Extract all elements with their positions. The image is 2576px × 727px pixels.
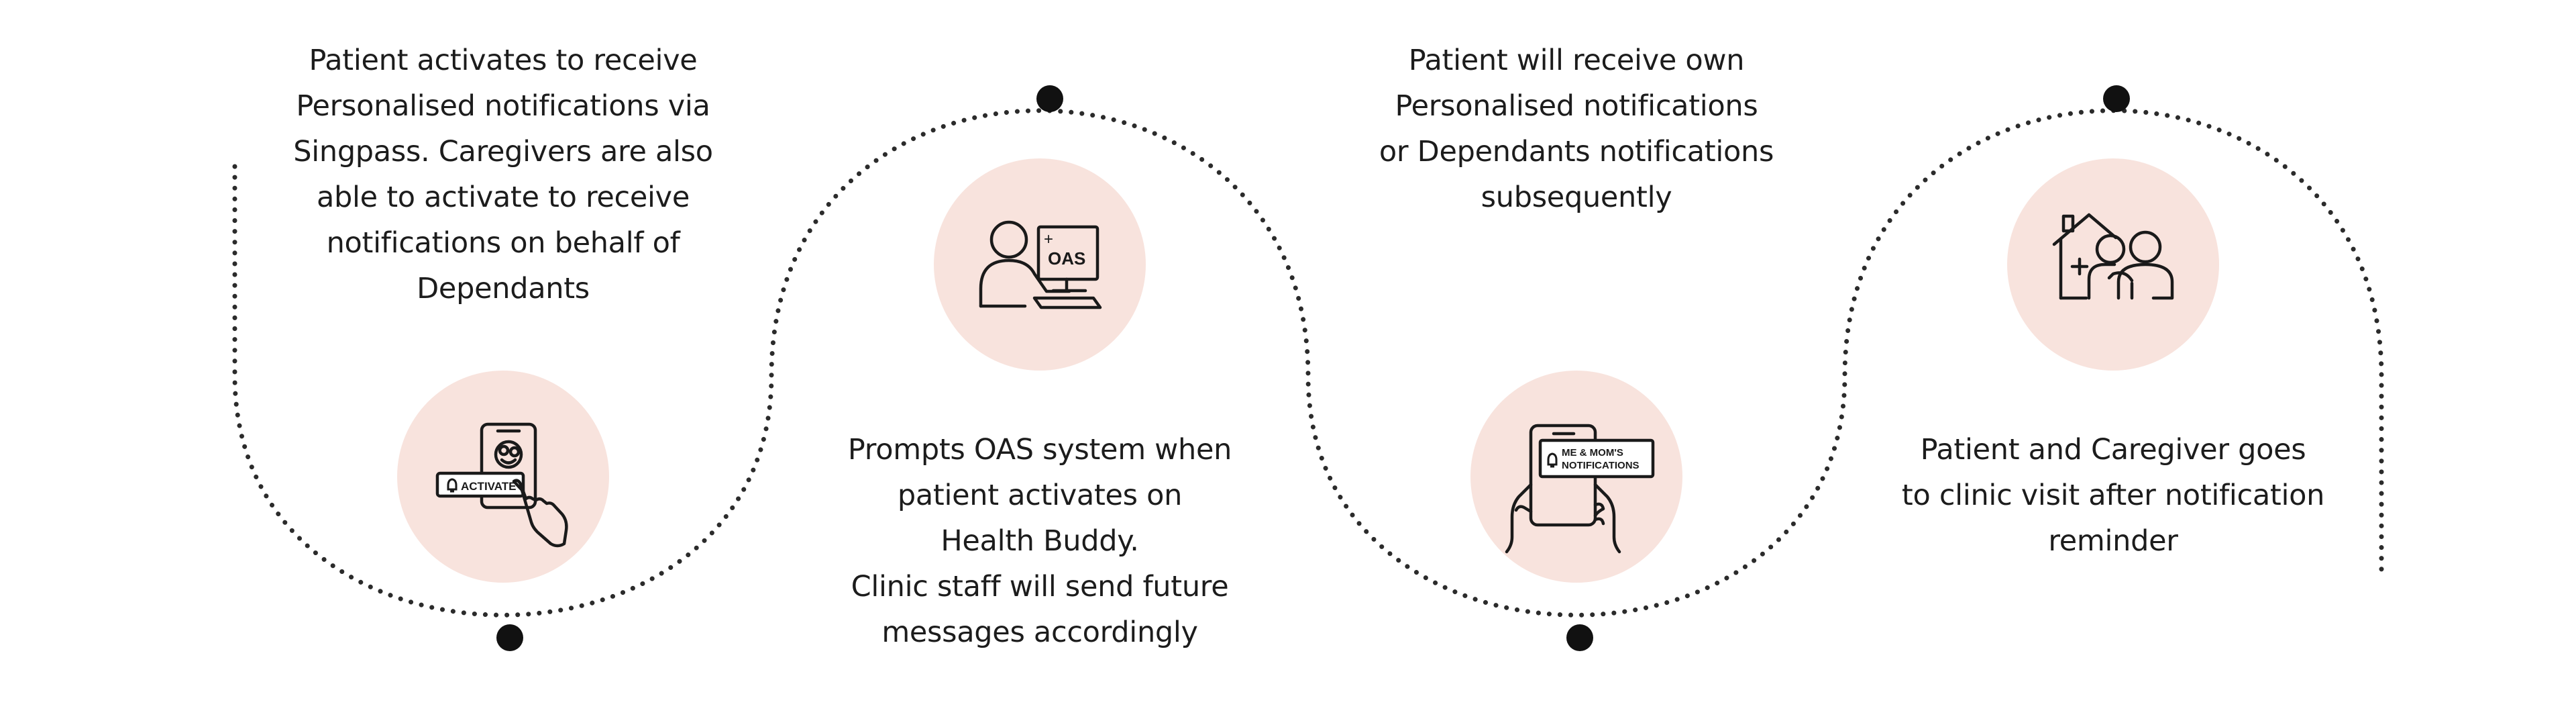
- node-dot-3: [1566, 624, 1593, 651]
- plus-sign: +: [1044, 230, 1053, 248]
- node-dot-1: [496, 624, 523, 651]
- step-3-line: or Dependants notifications: [1379, 135, 1774, 168]
- activate-label: ACTIVATE: [461, 480, 516, 493]
- step-1-line: Personalised notifications via: [296, 89, 710, 123]
- step-1-description: Patient activates to receive Personalise…: [268, 38, 738, 311]
- step-3-line: Personalised notifications: [1395, 89, 1758, 123]
- family-clinic-icon: [2052, 213, 2174, 300]
- step-2-icon-circle: + OAS: [934, 158, 1146, 371]
- oas-label: OAS: [1048, 248, 1085, 269]
- step-2-description: Prompts OAS system when patient activate…: [805, 427, 1275, 655]
- step-1-line: able to activate to receive: [316, 181, 690, 214]
- step-1-icon-circle: ACTIVATE: [397, 371, 609, 583]
- step-3-description: Patient will receive own Personalised no…: [1342, 38, 1811, 220]
- step-4-line: reminder: [2048, 524, 2178, 558]
- notifications-label-line-1: ME & MOM'S: [1562, 447, 1623, 458]
- step-4-icon-circle: [2007, 158, 2219, 371]
- step-2-line: Prompts OAS system when: [847, 433, 1232, 467]
- step-3-icon-circle: ME & MOM'S NOTIFICATIONS: [1470, 371, 1682, 583]
- step-2-line: messages accordingly: [881, 616, 1198, 649]
- step-4-line: Patient and Caregiver goes: [1920, 433, 2306, 467]
- step-2-line: patient activates on: [897, 479, 1183, 512]
- phone-notifications-icon: ME & MOM'S NOTIFICATIONS: [1505, 424, 1655, 554]
- notifications-label-line-2: NOTIFICATIONS: [1562, 460, 1640, 471]
- step-1-line: Singpass. Caregivers are also: [293, 135, 713, 168]
- step-1-line: Patient activates to receive: [309, 44, 698, 77]
- step-2-line: Clinic staff will send future: [851, 570, 1229, 603]
- step-1-line: Dependants: [417, 272, 590, 305]
- step-4-description: Patient and Caregiver goes to clinic vis…: [1878, 427, 2348, 564]
- node-dot-2: [1036, 85, 1063, 112]
- step-2-line: Health Buddy.: [941, 524, 1139, 558]
- person-computer-icon: + OAS: [979, 220, 1102, 309]
- step-3-line: subsequently: [1481, 181, 1672, 214]
- step-3-line: Patient will receive own: [1408, 44, 1745, 77]
- step-1-line: notifications on behalf of: [326, 226, 680, 260]
- phone-activate-icon: ACTIVATE: [435, 422, 568, 548]
- node-dot-4: [2103, 85, 2130, 112]
- step-4-line: to clinic visit after notification: [1901, 479, 2325, 512]
